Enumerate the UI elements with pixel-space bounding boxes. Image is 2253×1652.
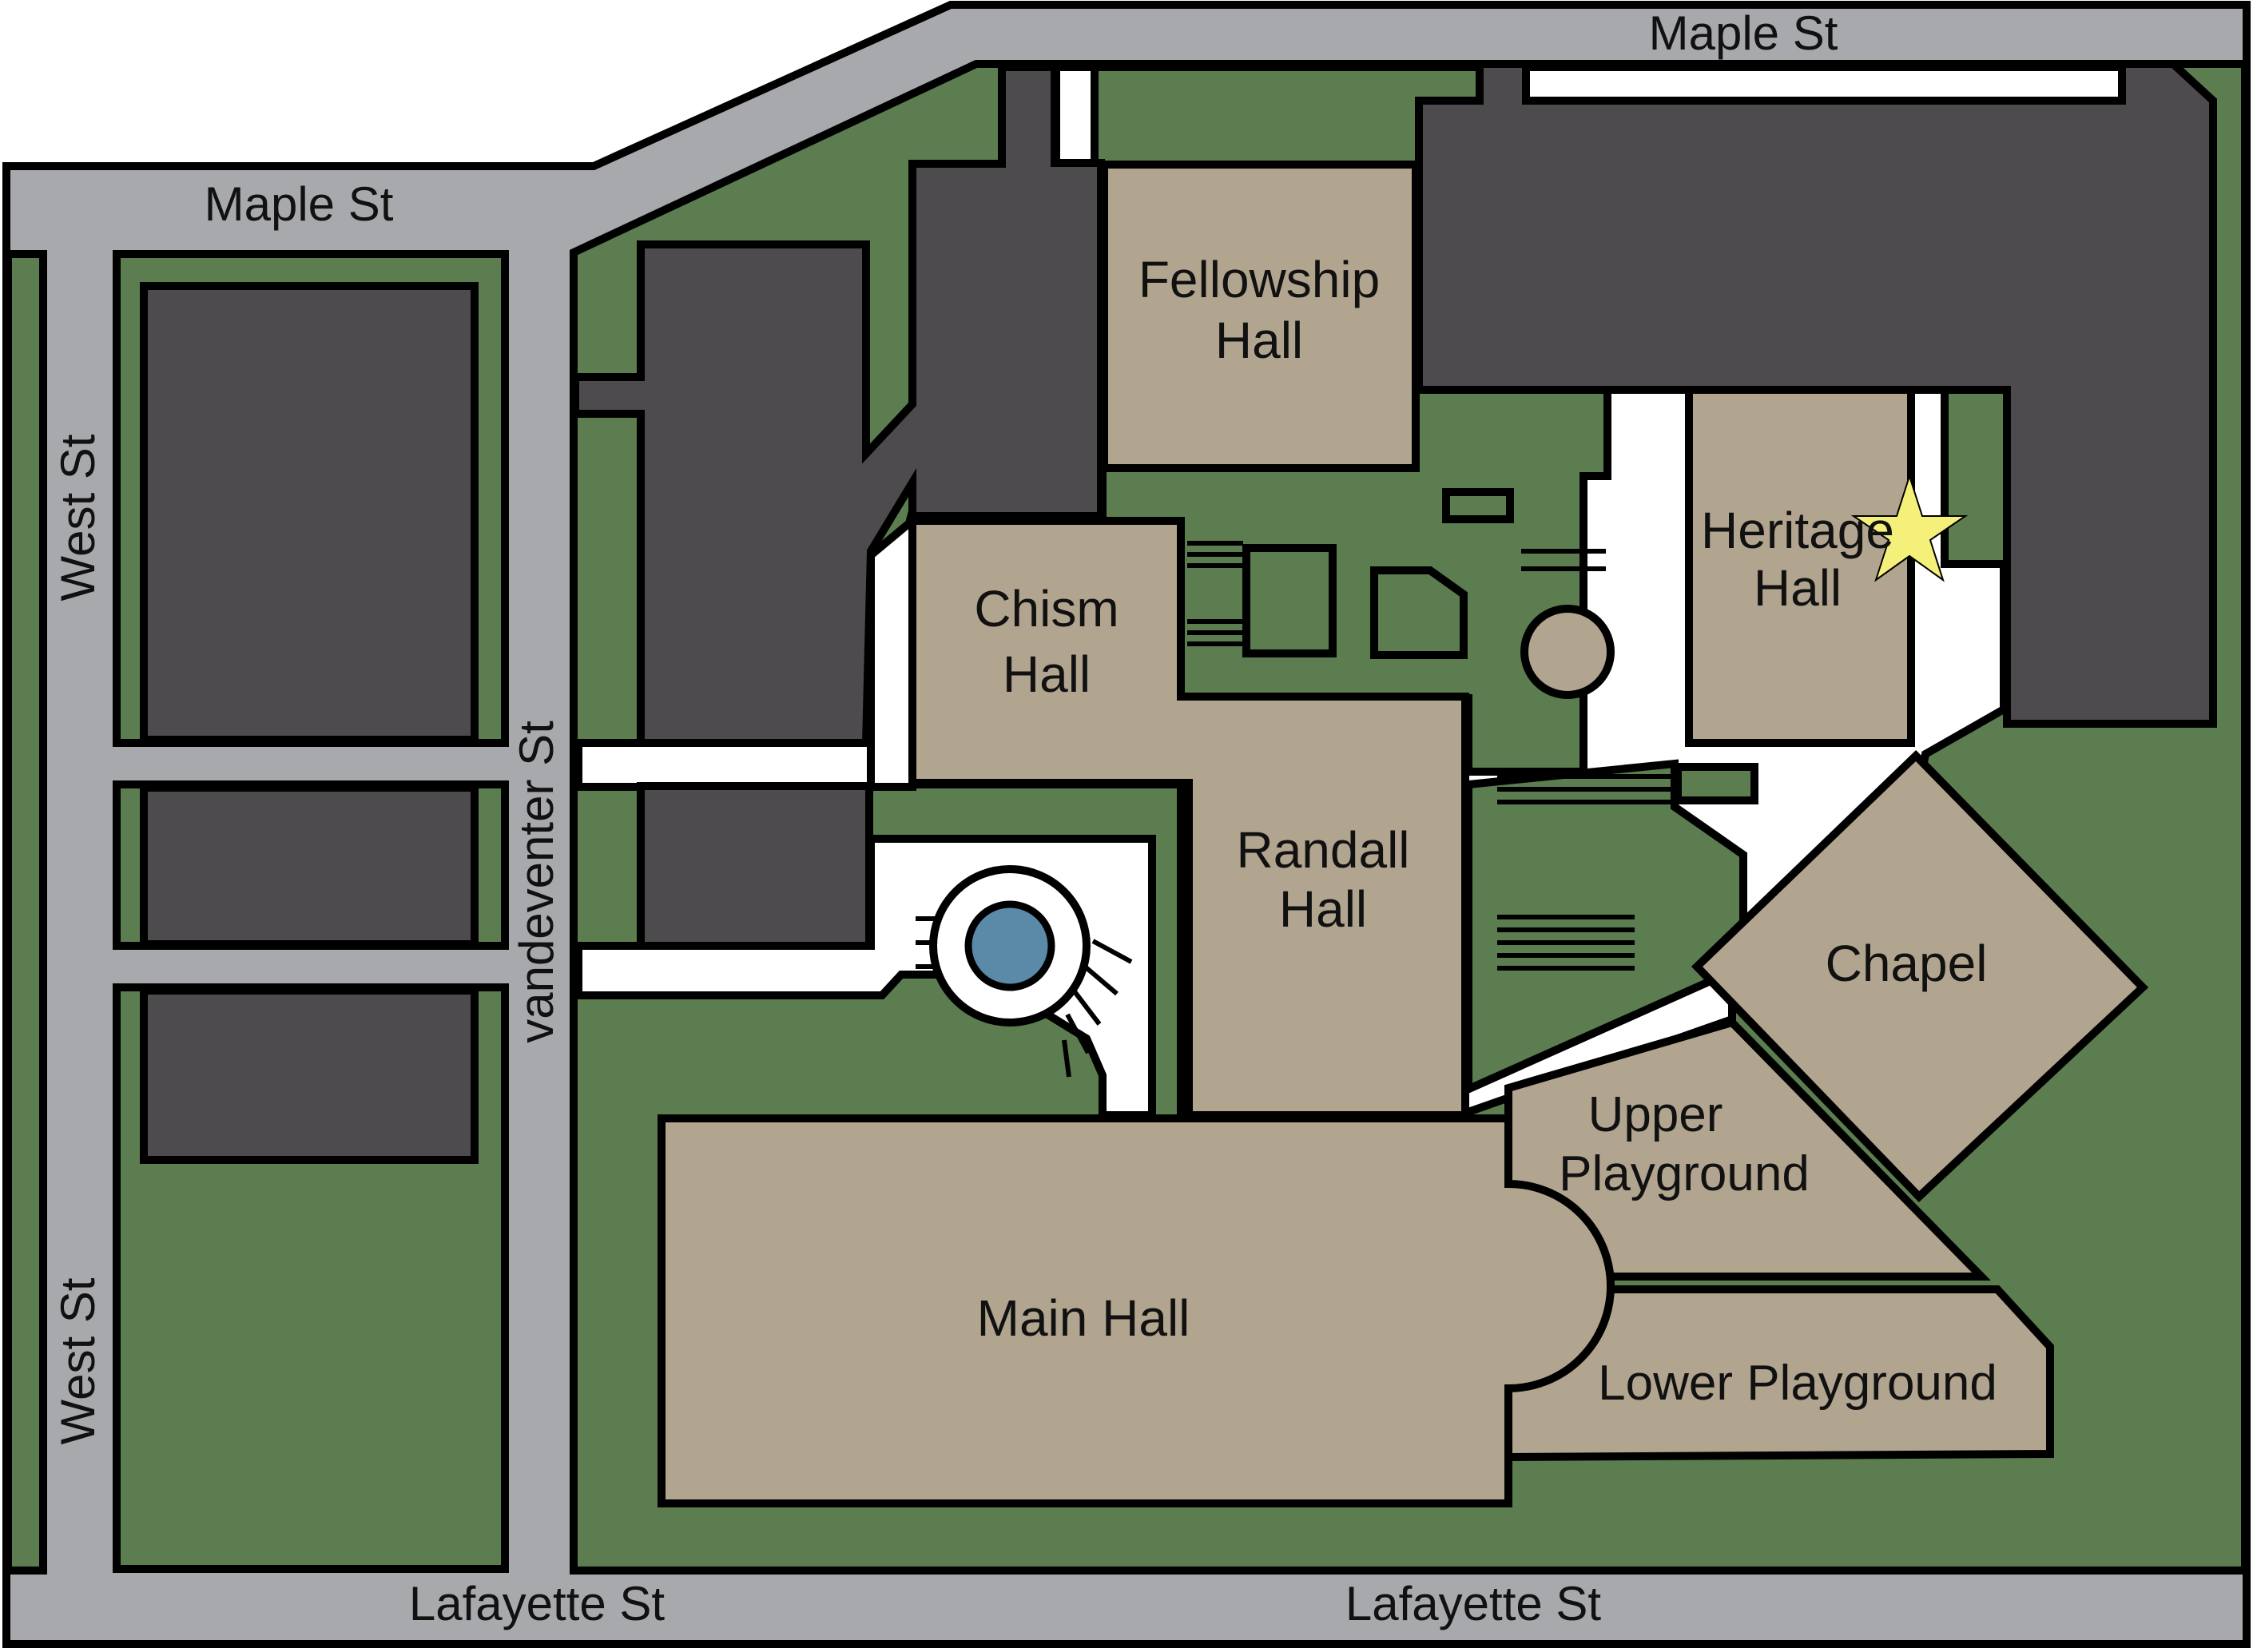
street-label-lafayette-right: Lafayette St (1345, 1577, 1602, 1630)
randall-hall-label-line1: Randall (1236, 821, 1409, 879)
fellowship-hall-shape (1100, 161, 1420, 472)
street-label-west-lower: West St (51, 1277, 105, 1444)
upper-playground-label-line1: Upper (1588, 1087, 1723, 1142)
dark-building-northeast (1415, 60, 2217, 728)
street-label-lafayette-left: Lafayette St (409, 1577, 666, 1630)
dark-building-annex (571, 63, 1105, 747)
dark-building-west-3 (140, 987, 479, 1164)
stairs (916, 541, 1673, 1078)
courtyard-planter (1442, 488, 1514, 523)
lower-playground-label: Lower Playground (1598, 1356, 1997, 1411)
chism-hall-label-line1: Chism (974, 580, 1119, 637)
street-label-maple-left: Maple St (205, 177, 394, 231)
street-label-vandeventer: vandeventer St (510, 721, 563, 1043)
courtyard-grass-1 (1242, 544, 1337, 657)
grass-west-strip (4, 250, 47, 1575)
path-west (574, 739, 875, 791)
chapel-label: Chapel (1826, 935, 1988, 992)
heritage-hall-shape (1685, 386, 1915, 747)
courtyard-grass-2 (1370, 566, 1468, 659)
heritage-hall-label-line2: Hall (1754, 559, 1842, 617)
path-north-lower (1052, 63, 1099, 167)
main-hall-shape (658, 1114, 1615, 1507)
upper-playground-label-line2: Playground (1559, 1146, 1810, 1201)
chapel-shape (1691, 749, 2149, 1203)
east-stairs-grass (1674, 763, 1758, 804)
star-icon (1850, 473, 1969, 582)
fellowship-hall-label-line2: Hall (1215, 312, 1303, 369)
courtyard-round-building (1520, 605, 1615, 699)
main-hall-label: Main Hall (977, 1289, 1190, 1347)
fellowship-hall-label-line1: Fellowship (1138, 251, 1380, 308)
heritage-hall-label-line1: Heritage (1701, 502, 1894, 559)
dark-building-west-4 (637, 782, 873, 950)
chism-hall-label-line2: Hall (1003, 645, 1091, 703)
street-label-maple-top: Maple St (1649, 6, 1838, 60)
dark-building-west-1 (140, 282, 479, 744)
randall-hall-label-line2: Hall (1279, 880, 1367, 938)
fountain-icon (929, 865, 1091, 1027)
street-label-west-upper: West St (51, 434, 105, 601)
dark-building-west-2 (140, 784, 479, 948)
